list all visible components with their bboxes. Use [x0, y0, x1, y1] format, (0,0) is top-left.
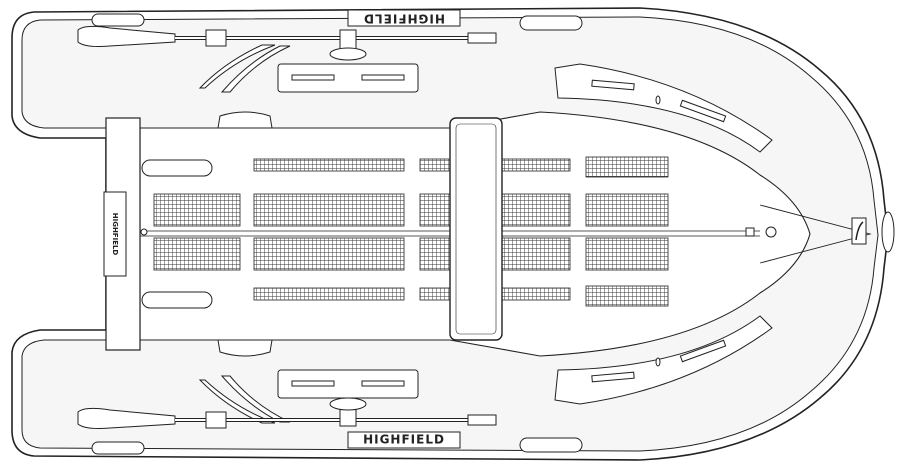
bow-cleat [745, 227, 755, 237]
top-panel-slot-1 [591, 79, 635, 91]
grip-pad-9 [253, 237, 405, 271]
handle-top-rear [91, 13, 145, 27]
tube-graphics [198, 44, 419, 424]
grip-pad-4 [153, 193, 241, 227]
top-rear-pad-slot-1 [291, 74, 335, 81]
bow-drain [765, 226, 777, 238]
oar-top-blade [77, 25, 176, 47]
oar-bottom-clip [205, 411, 227, 429]
oar-top-handle [467, 32, 497, 44]
oarlock-top-base [329, 47, 367, 61]
seat [449, 117, 503, 341]
tube-panels [554, 63, 895, 405]
grip-pad-8 [153, 237, 241, 271]
transom-plate [103, 191, 127, 277]
handle-bottom-rear [91, 441, 145, 455]
bottom-swoosh-1 [198, 379, 276, 424]
side-handle-bottom [217, 339, 273, 357]
top-valve [655, 95, 661, 105]
brand-bottom-box [347, 431, 461, 449]
brand-bottom-text: HIGHFIELD [363, 433, 445, 447]
bottom-panel-slot-1 [591, 371, 635, 383]
oarlock-bottom-base [329, 397, 367, 411]
brand-labels: HIGHFIELD HIGHFIELD [347, 9, 461, 449]
transom: HIGHFIELD [103, 117, 213, 351]
handle-top-front [519, 15, 583, 31]
transom-drain [140, 228, 148, 236]
bottom-rear-pad-slot-2 [361, 380, 405, 387]
grip-pad-12 [253, 287, 405, 301]
grip-pad-11 [585, 237, 669, 271]
grip-pad-14 [585, 285, 669, 307]
grip-pad-1 [253, 158, 405, 172]
center-seat [449, 117, 503, 341]
grip-pad-5 [253, 193, 405, 227]
center-seat-inner [455, 123, 497, 335]
top-swoosh-2 [220, 45, 291, 93]
top-rear-pad-slot-2 [361, 74, 405, 81]
top-rear-pad [277, 63, 419, 93]
bottom-panel-slot-2 [679, 339, 727, 363]
brand-top-text: HIGHFIELD [363, 12, 445, 26]
bow-badge [851, 217, 867, 245]
top-swoosh-1 [198, 44, 276, 89]
handle-bottom-front [519, 437, 583, 453]
brand-top-box [347, 9, 461, 27]
transom-strap-bottom [141, 291, 213, 309]
oar-top [77, 25, 497, 61]
bottom-rear-pad-slot-1 [291, 380, 335, 387]
grip-pad-3 [585, 156, 669, 178]
side-handle-top [217, 111, 273, 129]
oar-bottom-handle [467, 414, 497, 426]
bow-badge-swoosh [855, 221, 864, 241]
bow-towing-eye [881, 211, 895, 253]
transom-strap-top [141, 159, 213, 177]
oar-bottom [77, 397, 497, 429]
bottom-valve [655, 357, 661, 367]
bow-lines [759, 204, 872, 264]
transom-label: HIGHFIELD [111, 213, 119, 256]
oar-top-clip [205, 29, 227, 47]
bottom-side-panel [554, 315, 773, 405]
grip-pad-7 [585, 193, 669, 227]
top-panel-slot-2 [679, 99, 727, 123]
oar-bottom-blade [77, 407, 176, 429]
tube-handles [91, 13, 583, 455]
